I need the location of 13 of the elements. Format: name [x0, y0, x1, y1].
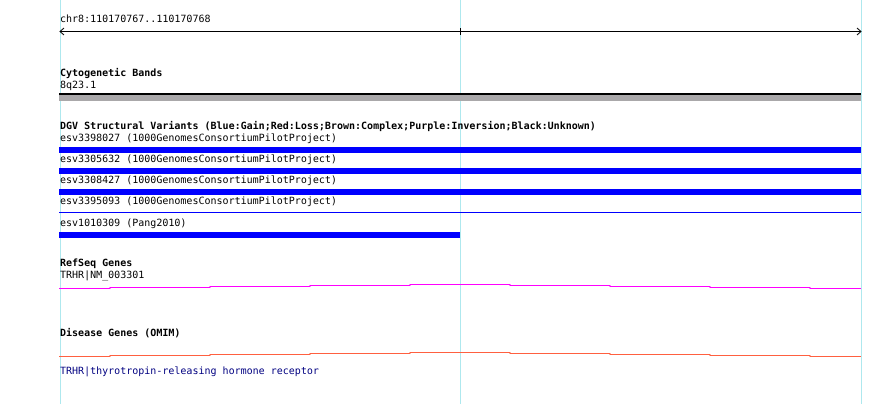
- track-title: DGV Structural Variants (Blue:Gain;Red:Loss;Brown:Complex;Purple:Inversion;Black:Unknown): [60, 121, 596, 133]
- coordinate-label: chr8:110170767..110170768: [60, 14, 211, 26]
- track-title: RefSeq Genes: [60, 258, 132, 270]
- feature-label: esv1010309 (Pang2010): [60, 218, 186, 230]
- track-title: Disease Genes (OMIM): [60, 328, 180, 340]
- track-title: Cytogenetic Bands: [60, 68, 162, 80]
- feature-label: esv3305632 (1000GenomesConsortiumPilotProject): [60, 154, 337, 166]
- feature-label: esv3395093 (1000GenomesConsortiumPilotProject): [60, 196, 337, 208]
- feature-label: TRHR|NM_003301: [60, 270, 144, 282]
- feature-label: TRHR|thyrotropin-releasing hormone receptor: [60, 366, 319, 378]
- feature-label: esv3398027 (1000GenomesConsortiumPilotProject): [60, 133, 337, 145]
- feature-label: 8q23.1: [60, 80, 96, 92]
- feature-label: esv3308427 (1000GenomesConsortiumPilotProject): [60, 175, 337, 187]
